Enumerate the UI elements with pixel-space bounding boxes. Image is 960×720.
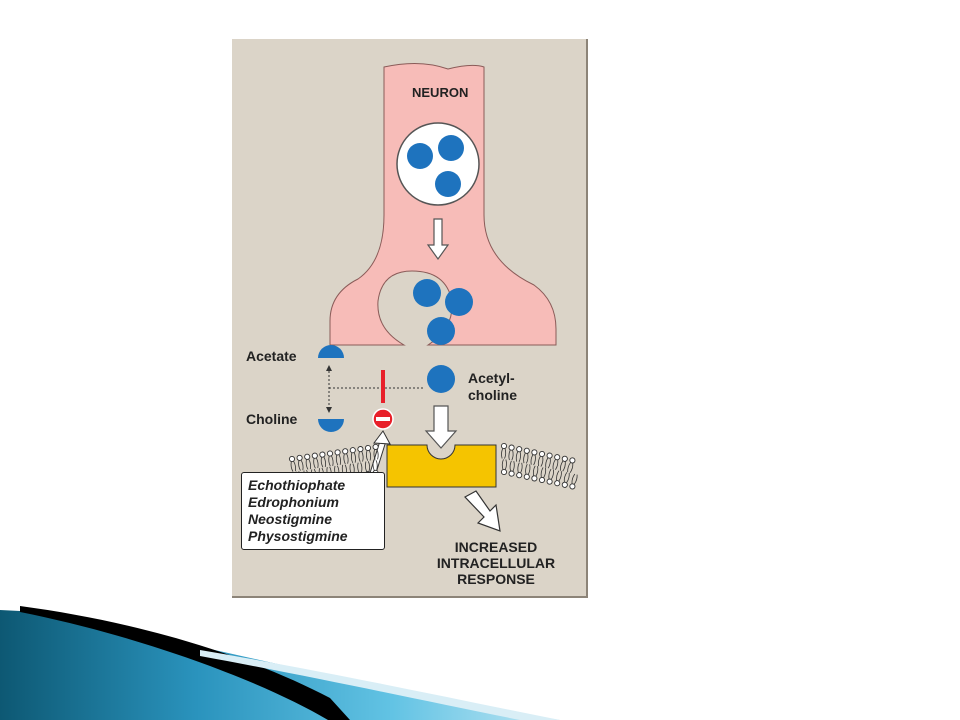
phospholipid	[311, 452, 319, 469]
inhibitor-drug-list: Echothiophate Edrophonium Neostigmine Ph…	[241, 472, 385, 550]
phospholipid	[530, 449, 538, 466]
phospholipid	[508, 444, 515, 461]
synapse-diagram	[287, 62, 578, 532]
phospholipid	[559, 455, 568, 472]
phospholipid	[554, 470, 562, 487]
phospholipid	[546, 468, 554, 485]
receptor	[386, 444, 497, 488]
phospholipid	[319, 451, 326, 468]
response-label-line1: INCREASED	[454, 539, 538, 555]
hydrolysis-arrowhead-down	[326, 407, 332, 413]
phospholipid	[342, 448, 349, 465]
acetylcholine-label-line1: Acetyl-	[468, 370, 515, 386]
neuron-label: NEURON	[412, 85, 469, 100]
phospholipid	[304, 453, 311, 470]
cholinergic-synapse-figure: NEURON Acetate Choline Acetyl- choline E…	[232, 39, 588, 598]
phospholipid	[500, 459, 508, 476]
phospholipid	[538, 467, 547, 484]
ach-molecule	[413, 279, 441, 307]
choline-label: Choline	[246, 411, 298, 427]
phospholipid	[567, 457, 576, 474]
phospholipid	[552, 454, 561, 470]
phospholipid	[508, 460, 515, 477]
phospholipid	[372, 443, 379, 460]
storage-vesicle	[396, 122, 480, 206]
response-label-line3: RESPONSE	[457, 571, 535, 587]
release-arrow	[426, 218, 450, 261]
response-label: INCREASED INTRACELLULAR RESPONSE	[416, 539, 576, 587]
ach-molecule	[438, 135, 464, 161]
phospholipid	[334, 449, 342, 466]
phospholipid	[288, 455, 297, 472]
swoosh-light-tail	[200, 650, 560, 720]
ach-molecule	[435, 171, 461, 197]
phospholipid	[523, 447, 530, 464]
phospholipid	[523, 463, 531, 480]
ach-molecule	[427, 317, 455, 345]
drug-item: Echothiophate	[248, 477, 346, 493]
phospholipid	[296, 454, 304, 471]
acetylcholine-label: Acetyl- choline	[468, 370, 517, 404]
response-label-line2: INTRACELLULAR	[436, 555, 556, 571]
phospholipid	[545, 452, 553, 469]
acetate-half	[318, 345, 344, 358]
phospholipid	[357, 446, 364, 462]
binding-arrow	[424, 405, 458, 449]
hydrolysis-arrowhead-up	[326, 365, 332, 371]
phospholipid	[349, 447, 357, 464]
phospholipid	[569, 473, 578, 490]
phospholipid	[515, 446, 523, 463]
phospholipid	[500, 442, 508, 459]
acetylcholine-label-line2: choline	[468, 387, 518, 403]
ach-molecule	[445, 288, 473, 316]
phospholipid	[537, 450, 546, 467]
ach-molecule	[407, 143, 433, 169]
phospholipid	[561, 472, 570, 488]
drug-pointer-arrowhead	[373, 430, 391, 445]
drug-item: Edrophonium	[248, 494, 339, 510]
phospholipid	[326, 450, 334, 467]
swoosh-black-stroke	[20, 606, 350, 720]
phospholipid	[516, 462, 523, 479]
choline-half	[318, 419, 344, 432]
phospholipid	[531, 465, 539, 482]
drug-item: Physostigmine	[248, 528, 348, 544]
inhibitor-minus-bar	[376, 417, 390, 421]
ach-molecule-free	[427, 365, 455, 393]
drug-item: Neostigmine	[248, 511, 333, 527]
phospholipid	[364, 444, 372, 461]
response-arrow	[464, 490, 501, 532]
acetate-label: Acetate	[246, 348, 297, 364]
